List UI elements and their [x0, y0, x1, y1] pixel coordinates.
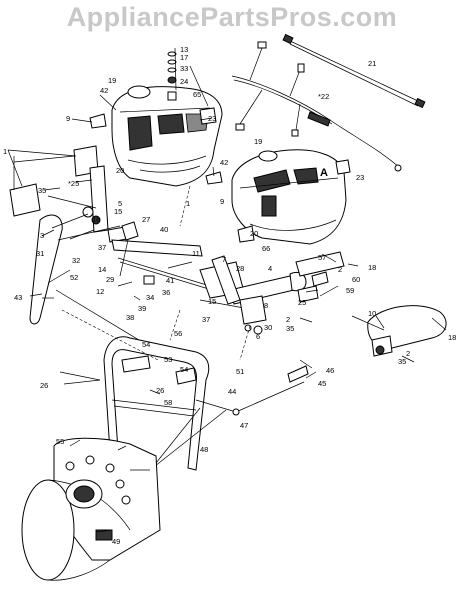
callout-66: 66 — [262, 244, 270, 253]
dash-panel-right — [231, 149, 351, 245]
callout-13: 13 — [180, 45, 188, 54]
dashed-guides — [61, 185, 251, 361]
callout-46: 46 — [326, 366, 334, 375]
callout-20a: 20 — [116, 166, 124, 175]
leader-lines — [7, 47, 447, 533]
callout-35b: 35 — [286, 324, 294, 333]
callout-30: 30 — [264, 323, 272, 332]
callout-12: 12 — [96, 287, 104, 296]
callout-40: 40 — [160, 225, 168, 234]
callout-2b: 2 — [338, 265, 342, 274]
callout-4: 4 — [268, 264, 272, 273]
callout-52: 52 — [70, 273, 78, 282]
callout-21: 21 — [368, 59, 376, 68]
callout-47: 47 — [240, 421, 248, 430]
handle-detail-right — [351, 305, 447, 357]
callout-35c: 35 — [398, 357, 406, 366]
callout-65: 65 — [193, 90, 201, 99]
callout-labels: 13 17 33 24 65 23 19 42 9 42 9 1 1 20 *2… — [3, 45, 456, 546]
callout-45: 45 — [318, 379, 326, 388]
lower-handle-frame — [103, 336, 210, 471]
callout-29: 29 — [106, 275, 114, 284]
callout-23a: 23 — [208, 114, 216, 123]
callout-51: 51 — [236, 367, 244, 376]
callout-2c: 2 — [406, 349, 410, 358]
callout-1a: 1 — [3, 147, 7, 156]
callout-26b: 26 — [156, 386, 164, 395]
callout-53: 53 — [164, 355, 172, 364]
callout-19a: 19 — [108, 76, 116, 85]
callout-9b: 9 — [220, 197, 224, 206]
callout-26a: 26 — [40, 381, 48, 390]
callout-58: 58 — [164, 398, 172, 407]
callout-7: 7 — [222, 255, 226, 264]
callout-32: 32 — [72, 256, 80, 265]
callout-2a: 2 — [286, 315, 290, 324]
callout-10: 10 — [368, 309, 376, 318]
callout-3: 3 — [40, 231, 44, 240]
callout-60: 60 — [352, 275, 360, 284]
callout-22: *22 — [318, 92, 329, 101]
callout-56: 56 — [174, 329, 182, 338]
callout-24: 24 — [180, 77, 188, 86]
dash-panel-left — [89, 85, 223, 187]
callout-48: 48 — [200, 445, 208, 454]
fastener-stack — [167, 51, 217, 125]
callout-27: 27 — [142, 215, 150, 224]
callout-37a: 37 — [98, 243, 106, 252]
callout-15b: 15 — [208, 297, 216, 306]
callout-37b: 37 — [202, 315, 210, 324]
callout-11: 11 — [192, 249, 200, 258]
callout-36: 36 — [162, 288, 170, 297]
callout-42b: 42 — [220, 158, 228, 167]
callout-18a: 18 — [368, 263, 376, 272]
callout-28: 28 — [236, 264, 244, 273]
right-handle-grips — [211, 251, 345, 335]
callout-57: 57 — [318, 253, 326, 262]
callout-59: 59 — [346, 286, 354, 295]
callout-25a: *25 — [68, 179, 79, 188]
callout-25b: 25 — [298, 298, 306, 307]
callout-54a: 54 — [142, 340, 150, 349]
wiring-harness — [231, 33, 426, 172]
chute-rods — [59, 365, 309, 479]
auger-housing — [21, 437, 161, 581]
callout-5: 5 — [118, 199, 122, 208]
callout-42a: 42 — [100, 86, 108, 95]
callout-18b: 18 — [448, 333, 456, 342]
callout-19b: 19 — [254, 137, 262, 146]
callout-34: 34 — [146, 293, 154, 302]
callout-A: A — [320, 167, 328, 179]
callout-6: 6 — [256, 332, 260, 341]
callout-49: 49 — [112, 537, 120, 546]
callout-55: 55 — [56, 437, 64, 446]
callout-35a: 35 — [38, 186, 46, 195]
callout-16: 16 — [92, 215, 100, 224]
callout-43: 43 — [14, 293, 22, 302]
callout-38: 38 — [126, 313, 134, 322]
callout-31: 31 — [36, 249, 44, 258]
callout-20b: 20 — [250, 229, 258, 238]
callout-41: 41 — [166, 276, 174, 285]
callout-8: 8 — [264, 301, 268, 310]
watermark: AppliancePartsPros.com — [66, 2, 398, 32]
callout-33: 33 — [180, 64, 188, 73]
callout-23b: 23 — [356, 173, 364, 182]
bracket-assembly — [9, 145, 133, 243]
callout-15a: 15 — [114, 207, 122, 216]
callout-44: 44 — [228, 387, 236, 396]
callout-1b: 1 — [186, 199, 190, 208]
callout-17: 17 — [180, 53, 188, 62]
callout-9a: 9 — [66, 114, 70, 123]
callout-14: 14 — [98, 265, 106, 274]
callout-54b: 54 — [180, 365, 188, 374]
callout-39: 39 — [138, 304, 146, 313]
